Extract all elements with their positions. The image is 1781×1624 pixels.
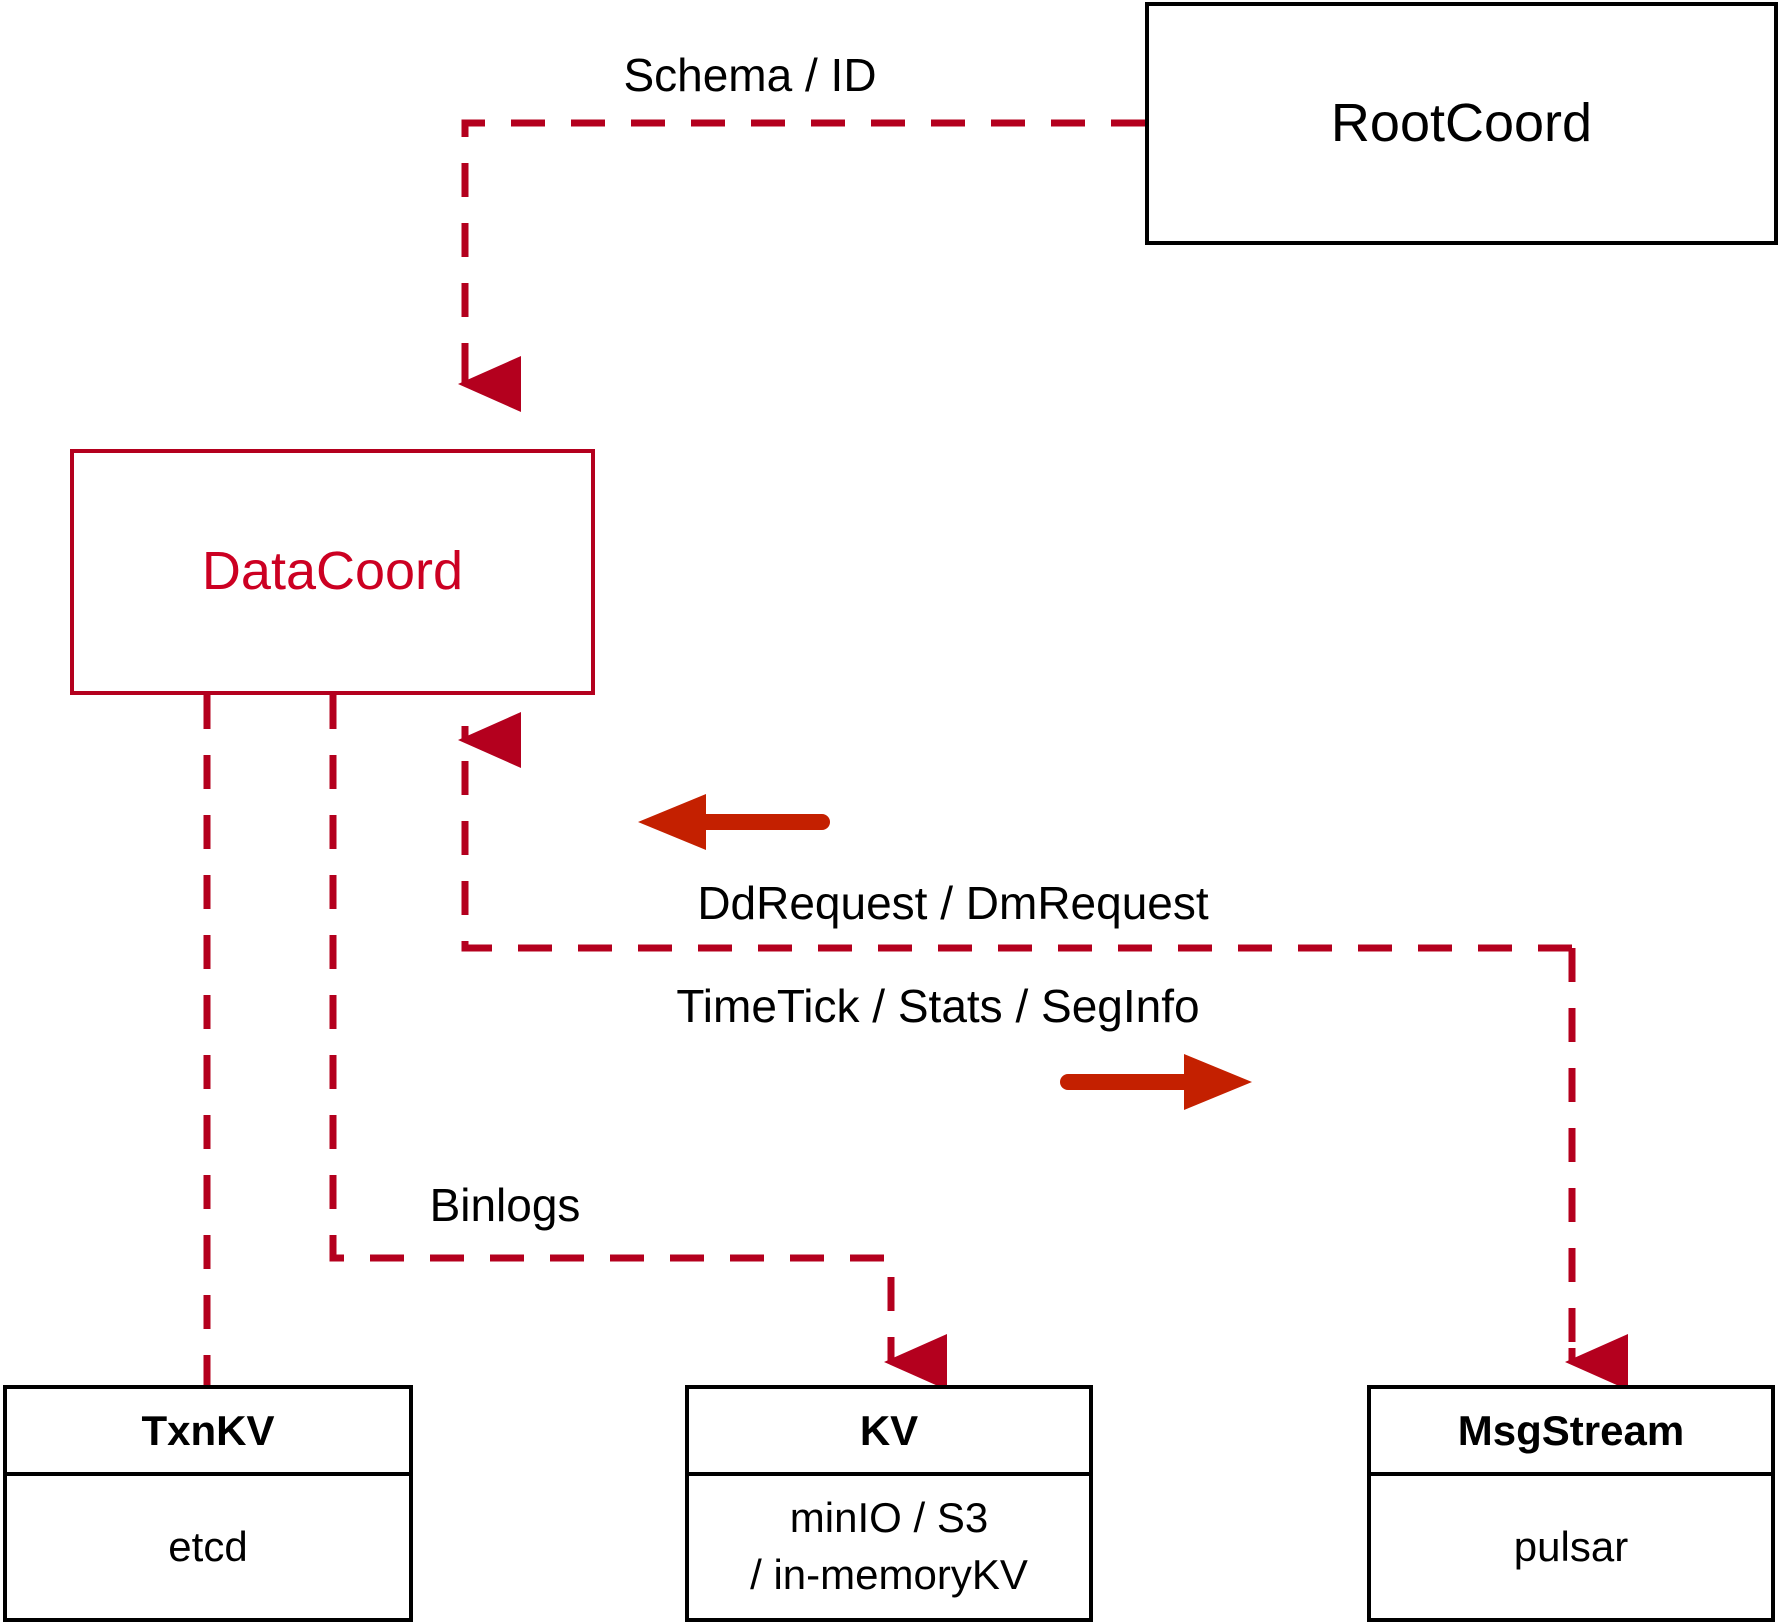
node-rootcoord-label: RootCoord [1330, 92, 1593, 153]
node-msgstream[interactable]: MsgStream pulsar [1367, 1385, 1775, 1622]
node-rootcoord[interactable]: RootCoord [1145, 2, 1778, 245]
node-txnkv-body: etcd [168, 1522, 248, 1570]
node-datacoord-label: DataCoord [201, 541, 464, 602]
node-txnkv-header: TxnKV [7, 1389, 409, 1476]
node-kv-header: KV [689, 1389, 1089, 1476]
arrow-left-icon [638, 794, 830, 850]
edge-label-timetick-stats-seginfo: TimeTick / Stats / SegInfo [676, 980, 1200, 1032]
edge-label-binlogs: Binlogs [429, 1179, 581, 1231]
node-kv-body: minIO / S3 / in-memoryKV [689, 1476, 1089, 1618]
node-kv-body-line-1: minIO / S3 [789, 1494, 989, 1542]
node-txnkv[interactable]: TxnKV etcd [3, 1385, 413, 1622]
node-kv-body-line-2: / in-memoryKV [750, 1551, 1028, 1598]
edge-rootcoord-to-datacoord [458, 119, 1145, 412]
edge-label-ddrequest-dmrequest: DdRequest / DmRequest [697, 877, 1209, 929]
node-datacoord[interactable]: DataCoord [70, 449, 595, 695]
edge-label-schema-id: Schema / ID [623, 49, 877, 101]
node-msgstream-header: MsgStream [1371, 1389, 1771, 1476]
node-msgstream-body: pulsar [1513, 1522, 1629, 1570]
node-kv[interactable]: KV minIO / S3 / in-memoryKV [685, 1385, 1093, 1622]
arrow-right-icon [1060, 1054, 1252, 1110]
